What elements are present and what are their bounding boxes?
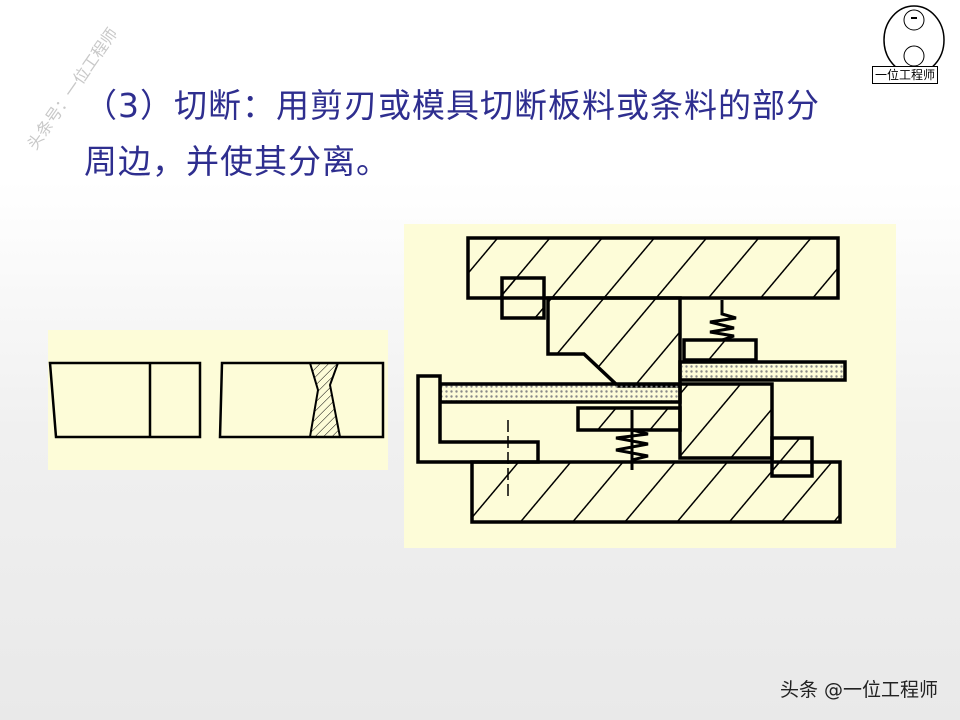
footer-attribution: 头条 @一位工程师: [779, 679, 938, 701]
title-line-1: （3）切断：用剪刃或模具切断板料或条料的部分: [84, 86, 820, 125]
logo-label: 一位工程师: [872, 66, 939, 84]
shearing-die-figure: [404, 224, 896, 548]
title-line-2: 周边，并使其分离。: [84, 142, 390, 181]
cut-workpiece-figure: [48, 330, 388, 470]
slide-title: （3）切断：用剪刃或模具切断板料或条料的部分 周边，并使其分离。: [84, 78, 904, 190]
